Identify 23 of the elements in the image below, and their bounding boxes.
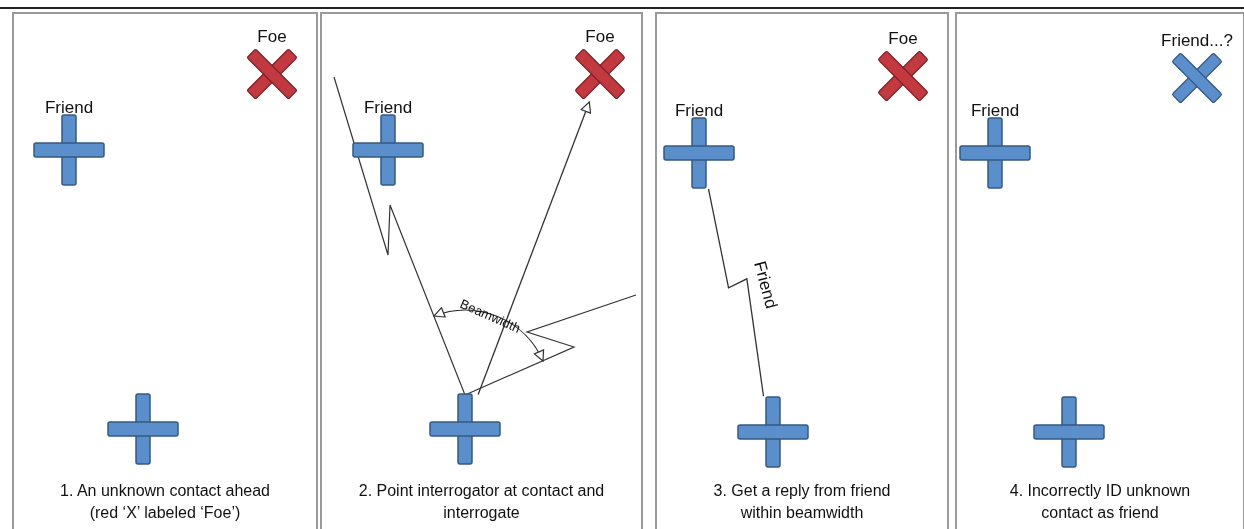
contact-label: Friend — [674, 101, 724, 121]
plus-icon — [429, 393, 501, 465]
panel — [955, 12, 1244, 529]
edge-label: Friend — [749, 258, 781, 311]
contact-label: Foe — [257, 27, 287, 47]
contact-label: Friend — [363, 98, 413, 118]
contact-label: Friend...? — [1161, 31, 1233, 51]
contact-label: Foe — [585, 27, 615, 47]
plus-icon — [737, 396, 809, 468]
panel — [320, 12, 643, 529]
panel — [655, 12, 949, 529]
plus-icon — [1033, 396, 1105, 468]
panel-caption: 3. Get a reply from friend within beamwidth — [712, 481, 892, 523]
contact-label: Friend — [44, 98, 94, 118]
panel-caption: 1. An unknown contact ahead (red ‘X’ labeled ‘Foe’) — [59, 481, 271, 523]
panel — [12, 12, 318, 529]
panel-caption: 4. Incorrectly ID unknown contact as friend — [1008, 481, 1192, 523]
signal-line — [707, 188, 765, 397]
contact-label: Foe — [888, 29, 918, 49]
arrow — [477, 101, 592, 396]
plus-icon — [107, 393, 179, 465]
panel-caption: 2. Point interrogator at contact and interrogate — [357, 481, 606, 523]
contact-label: Friend — [970, 101, 1020, 121]
